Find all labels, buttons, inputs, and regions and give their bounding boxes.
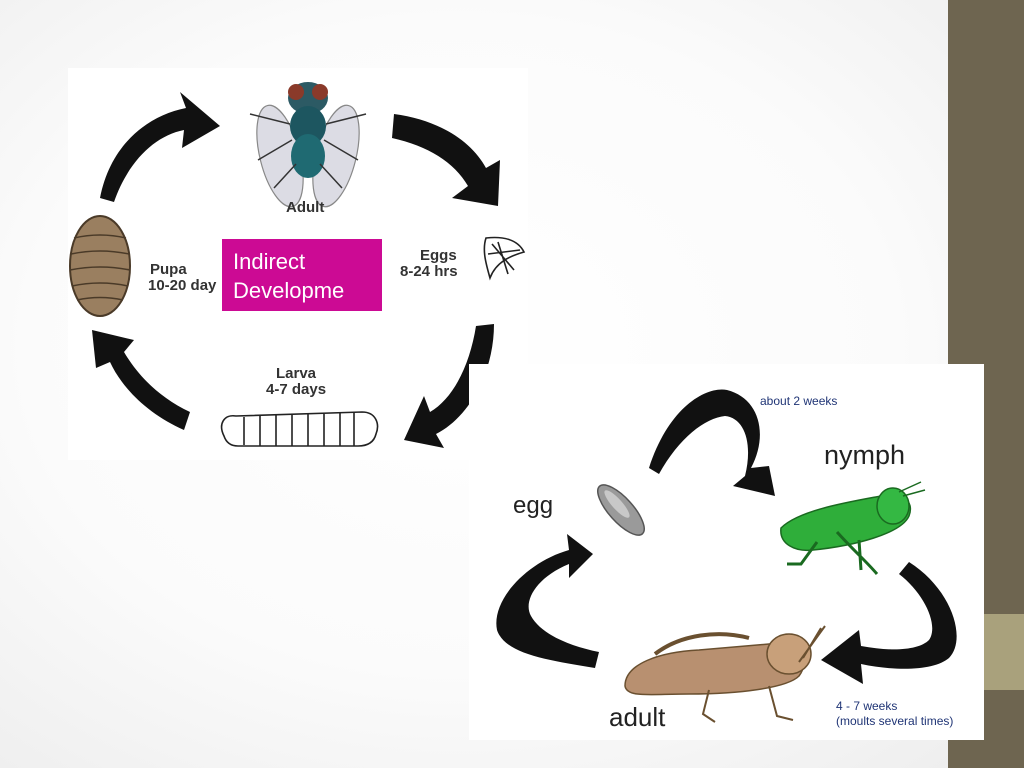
nymph-icon — [780, 481, 926, 575]
grasshopper-label-egg: egg — [513, 492, 554, 519]
arrow-pupa-to-adult — [100, 92, 220, 202]
arrow-larva-to-pupa — [92, 330, 190, 430]
annotation-nymph-to-adult-duration: 4 - 7 weeks — [836, 699, 898, 713]
grasshopper-life-cycle-diagram: about 2 weeks nymph egg adult 4 - 7 week… — [469, 364, 984, 740]
fly-label-eggs: Eggs — [420, 247, 457, 264]
annotation-egg-to-nymph: about 2 weeks — [760, 394, 838, 408]
grasshopper-label-nymph: nymph — [824, 440, 906, 470]
callout-line-1: Indirect — [233, 249, 306, 274]
larva-icon — [220, 411, 379, 447]
fly-label-pupa: Pupa — [150, 261, 187, 278]
arrow-nymph-to-adult — [821, 562, 957, 684]
annotation-nymph-to-adult-note: (moults several times) — [836, 714, 954, 728]
grasshopper-label-adult: adult — [609, 702, 666, 732]
arrow-eggs-to-larva — [404, 324, 494, 448]
egg-icon — [597, 484, 645, 536]
callout-line-2: Developme — [233, 278, 345, 303]
fly-label-pupa-duration: 10-20 day — [148, 277, 217, 294]
pupa-icon — [69, 215, 131, 317]
fly-label-larva: Larva — [276, 365, 317, 382]
fly-icon — [249, 82, 367, 208]
eggs-icon — [483, 236, 526, 281]
fly-label-adult: Adult — [286, 199, 325, 216]
adult-grasshopper-icon — [624, 625, 826, 723]
arrow-egg-to-nymph — [649, 389, 775, 496]
slide-sidebar-accent — [984, 614, 1024, 690]
fly-label-eggs-duration: 8-24 hrs — [400, 263, 458, 280]
fly-label-larva-duration: 4-7 days — [266, 381, 327, 398]
arrow-adult-to-eggs — [392, 114, 500, 206]
arrow-adult-to-egg — [496, 534, 599, 668]
indirect-development-callout: Indirect Developme — [222, 239, 382, 311]
